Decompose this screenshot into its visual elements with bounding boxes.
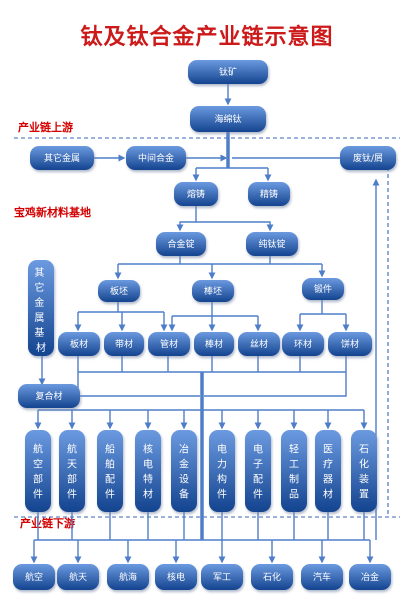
node-jingzhu: 精铸 xyxy=(248,182,290,206)
product-node-10: 石化装置 xyxy=(351,430,377,512)
product-node-label: 冶金设备 xyxy=(179,443,189,501)
node-duanjian-label: 锻件 xyxy=(314,283,332,295)
arrow-melting-to-alloy-ingot xyxy=(176,206,197,232)
product-node-label: 航空部件 xyxy=(33,443,43,501)
industry-nodes: 航空 航天 航海 核电 军工 石化 汽车 冶金 xyxy=(13,564,391,590)
connectors xyxy=(30,84,380,564)
industry-node-7: 汽车 xyxy=(301,564,343,590)
node-bangpi-label: 棒坯 xyxy=(204,285,222,297)
industry-node-label: 航海 xyxy=(119,571,137,583)
product-node-8: 轻工制品 xyxy=(281,430,307,512)
industry-node-label: 冶金 xyxy=(361,571,379,583)
product-node-6: 电力构件 xyxy=(209,430,235,512)
industry-node-1: 航空 xyxy=(13,564,55,590)
node-sicai-label: 丝材 xyxy=(250,338,268,350)
node-bangpi: 棒坯 xyxy=(192,280,234,302)
node-chuntaiding-label: 纯钛锭 xyxy=(258,238,285,250)
node-banpi-label: 板坯 xyxy=(110,285,128,297)
product-node-9: 医疗器材 xyxy=(315,430,341,512)
node-bingcai-label: 饼材 xyxy=(341,338,359,350)
node-guancai: 管材 xyxy=(148,332,190,356)
industry-node-label: 汽车 xyxy=(313,571,331,583)
node-hejinding: 合金锭 xyxy=(156,232,206,256)
node-banpi: 板坯 xyxy=(98,280,140,302)
section-label-base: 宝鸡新材料基地 xyxy=(14,205,91,219)
node-haimiantai-label: 海绵钛 xyxy=(214,113,241,125)
industry-node-label: 核电 xyxy=(167,571,185,583)
node-taikuang: 钛矿 xyxy=(188,60,268,84)
node-huancai: 环材 xyxy=(282,332,324,356)
line-right-to-trunk xyxy=(204,372,347,397)
node-bingcai: 饼材 xyxy=(328,332,372,356)
node-jingzhu-label: 精铸 xyxy=(260,188,278,200)
node-bangcai: 棒材 xyxy=(194,332,234,356)
product-node-label: 医疗器材 xyxy=(323,444,333,501)
node-zhongjianhejin-label: 中间合金 xyxy=(138,152,174,164)
section-label-upstream: 产业链上游 xyxy=(18,120,73,134)
node-bancai-label: 板材 xyxy=(70,338,88,350)
node-feitai: 废钛/屑 xyxy=(340,146,396,170)
node-guancai-label: 管材 xyxy=(160,338,178,350)
node-rongzhu: 熔铸 xyxy=(174,182,218,206)
node-rongzhu-label: 熔铸 xyxy=(187,188,205,200)
node-duanjian: 锻件 xyxy=(302,278,344,300)
industry-node-2: 航天 xyxy=(57,564,99,590)
product-node-label: 石化装置 xyxy=(359,445,369,501)
industry-node-3: 航海 xyxy=(107,564,149,590)
node-taikuang-label: 钛矿 xyxy=(219,66,237,78)
industry-node-label: 航空 xyxy=(25,571,43,583)
node-sicai: 丝材 xyxy=(238,332,280,356)
industry-node-label: 军工 xyxy=(213,572,231,583)
node-bangcai-label: 棒材 xyxy=(205,338,223,350)
node-qitajinshu-label: 其它金属 xyxy=(44,152,80,164)
product-node-label: 电力构件 xyxy=(217,443,227,501)
industry-node-6: 石化 xyxy=(251,564,293,590)
product-node-5: 冶金设备 xyxy=(171,430,197,512)
product-node-3: 船舶配件 xyxy=(97,430,123,512)
node-fuhecai-label: 复合材 xyxy=(35,390,62,402)
product-node-label: 核电特材 xyxy=(143,443,153,501)
industry-node-label: 石化 xyxy=(263,571,281,583)
node-chuntaiding: 纯钛锭 xyxy=(246,232,298,256)
node-huancai-label: 环材 xyxy=(294,338,312,350)
node-haimiantai: 海绵钛 xyxy=(190,106,266,132)
node-feitai-label: 废钛/屑 xyxy=(353,152,383,164)
product-nodes: 航空部件 航天部件 船舶配件 核电特材 冶金设备 电力构件 电子配件 轻工制品 医疗器材 石化装置 xyxy=(25,430,377,512)
product-node-1: 航空部件 xyxy=(25,430,51,512)
node-daicai: 带材 xyxy=(104,332,144,356)
node-bancai: 板材 xyxy=(58,332,100,356)
product-node-label: 船舶配件 xyxy=(105,443,115,501)
node-daicai-label: 带材 xyxy=(115,338,133,350)
industry-node-5: 军工 xyxy=(201,564,243,590)
arrow-melting-to-pure-ingot xyxy=(196,221,274,232)
product-node-label: 电子配件 xyxy=(253,443,263,501)
node-qitajinshujicai-label: 其 它 金 属 基 材 xyxy=(34,267,47,354)
node-zhongjianhejin: 中间合金 xyxy=(126,146,186,170)
product-node-2: 航天部件 xyxy=(59,430,85,512)
product-node-7: 电子配件 xyxy=(245,430,271,512)
product-node-label: 航天部件 xyxy=(67,443,77,501)
node-qitajinshu: 其它金属 xyxy=(30,146,94,170)
industry-node-8: 冶金 xyxy=(349,564,391,590)
node-qitajinshujicai: 其 它 金 属 基 材 xyxy=(28,260,54,356)
product-node-label: 轻工制品 xyxy=(289,443,299,501)
product-node-4: 核电特材 xyxy=(135,430,161,512)
nodes: 钛矿 海绵钛 其它金属 中间合金 废钛/屑 熔铸 精铸 合金锭 xyxy=(18,60,396,408)
diagram-title: 钛及钛合金产业链示意图 xyxy=(80,24,333,50)
node-fuhecai: 复合材 xyxy=(18,384,80,408)
industry-node-label: 航天 xyxy=(69,571,87,583)
node-hejinding-label: 合金锭 xyxy=(167,238,194,250)
section-label-downstream: 产业链下游 xyxy=(20,516,75,530)
industry-node-4: 核电 xyxy=(155,564,197,590)
